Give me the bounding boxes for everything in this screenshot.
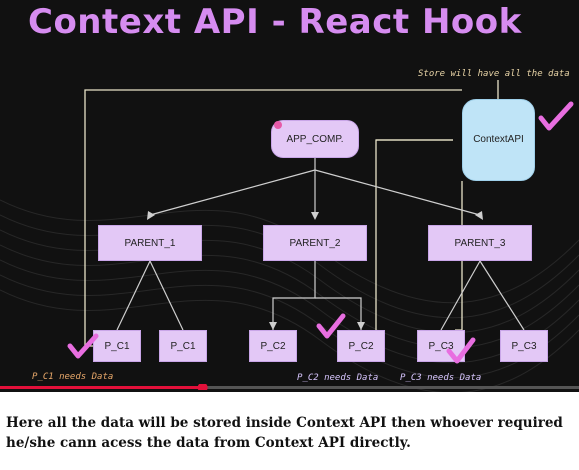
slide-title: Context API - React Hook	[28, 2, 522, 42]
context-api-node: Context API	[462, 99, 535, 181]
checkmark-icon	[538, 101, 574, 131]
context-label-line1: Context	[473, 134, 508, 145]
child-node-pc3-a: P_C3	[417, 330, 465, 362]
progress-handle[interactable]	[197, 384, 208, 390]
cursor-dot	[274, 121, 282, 129]
parent-node-3: PARENT_3	[428, 225, 532, 261]
slide-frame: Context API - React Hook Store will have…	[0, 0, 579, 392]
caption-text: Here all the data will be stored inside …	[6, 415, 563, 451]
checkmark-icon	[67, 333, 99, 359]
checkmark-icon	[316, 313, 346, 339]
background-texture	[0, 199, 579, 392]
pc1-needs-data-note: P_C1 needs Data	[32, 372, 114, 382]
video-progress-bar[interactable]	[0, 384, 579, 390]
child-node-pc3-b: P_C3	[500, 330, 548, 362]
child-node-pc2-b: P_C2	[337, 330, 385, 362]
checkmarks	[67, 101, 574, 364]
context-label-line2: API	[507, 134, 524, 145]
progress-fill	[0, 386, 203, 389]
parent-node-1: PARENT_1	[98, 225, 202, 261]
pc2-needs-data-note: P_C2 needs Data	[297, 373, 379, 383]
checkmark-icon	[446, 337, 476, 364]
child-node-pc1-a: P_C1	[93, 330, 141, 362]
child-node-pc1-b: P_C1	[159, 330, 207, 362]
child-node-pc2-a: P_C2	[249, 330, 297, 362]
app-component-node: APP_COMP.	[271, 120, 359, 158]
parent-node-2: PARENT_2	[263, 225, 367, 261]
pc3-needs-data-note: P_C3 needs Data	[400, 373, 482, 383]
store-note: Store will have all the data	[418, 69, 570, 79]
